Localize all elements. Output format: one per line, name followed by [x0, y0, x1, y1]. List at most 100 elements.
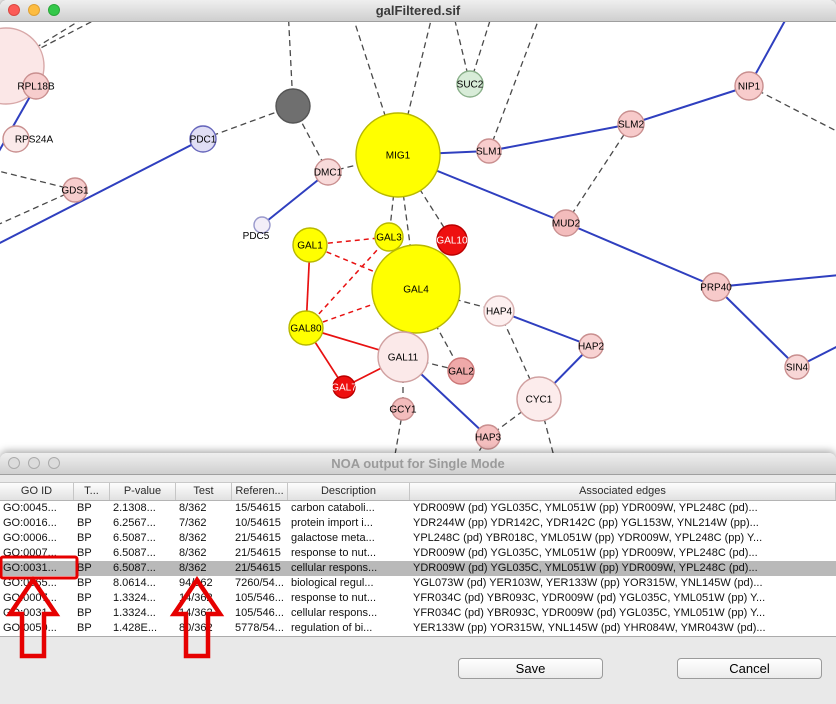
graph-node-MUD2[interactable]: [552, 209, 580, 237]
graph-node-SUC2[interactable]: [456, 70, 484, 98]
network-window-titlebar[interactable]: galFiltered.sif: [0, 0, 836, 22]
graph-node-dark[interactable]: [275, 88, 311, 124]
graph-node-SLM1[interactable]: [476, 138, 502, 164]
graph-node-GAL7[interactable]: [332, 375, 356, 399]
column-header-2[interactable]: P-value: [110, 483, 176, 500]
graph-node-GAL3[interactable]: [374, 222, 404, 252]
graph-node-PRP40[interactable]: [701, 272, 731, 302]
graph-node-HAP2[interactable]: [578, 333, 604, 359]
graph-node-GAL80[interactable]: [288, 310, 324, 346]
graph-node-HAP3[interactable]: [475, 424, 501, 450]
graph-node-GAL4[interactable]: [371, 244, 461, 334]
graph-node-GDS1[interactable]: [62, 177, 88, 203]
graph-edge-18[interactable]: [0, 189, 76, 230]
zoom-button[interactable]: [48, 4, 60, 16]
cancel-button[interactable]: Cancel: [677, 658, 822, 679]
graph-node-label-GAL7: GAL7: [331, 383, 357, 394]
table-cell: YFR034C (pd) YBR093C, YDR009W (pd) YGL03…: [413, 607, 766, 619]
graph-edge-5[interactable]: [748, 22, 792, 87]
graph-node-GAL2[interactable]: [447, 357, 475, 385]
graph-node-GAL1[interactable]: [292, 227, 328, 263]
column-header-6[interactable]: Associated edges: [410, 483, 836, 500]
graph-node-label-PDC5: PDC5: [243, 231, 270, 242]
graph-edge-19[interactable]: [202, 105, 294, 140]
graph-edge-11[interactable]: [498, 310, 592, 347]
column-header-5[interactable]: Description: [288, 483, 410, 500]
table-cell: regulation of bi...: [291, 622, 373, 634]
graph-node-label-GAL80: GAL80: [290, 324, 322, 335]
column-header-0[interactable]: GO ID: [0, 483, 74, 500]
graph-edge-9[interactable]: [715, 274, 836, 288]
graph-node-GAL10[interactable]: [436, 224, 468, 256]
graph-node-PDC1[interactable]: [189, 125, 217, 153]
noa-window-titlebar[interactable]: NOA output for Single Mode: [0, 453, 836, 475]
graph-node-RPL18B[interactable]: [22, 72, 50, 100]
graph-node-label-MIG1: MIG1: [386, 151, 411, 162]
graph-edge-1[interactable]: [0, 138, 204, 250]
table-cell: YDR009W (pd) YGL035C, YML051W (pp) YDR00…: [413, 502, 758, 514]
column-header-3[interactable]: Test: [176, 483, 232, 500]
table-cell: 105/546...: [235, 607, 284, 619]
graph-node-SIN4[interactable]: [784, 354, 810, 380]
graph-node-SLM2[interactable]: [617, 110, 645, 138]
window-controls: [8, 457, 60, 469]
graph-edge-30[interactable]: [397, 154, 453, 241]
graph-node-CYC1[interactable]: [516, 376, 562, 422]
graph-node-DMC1[interactable]: [314, 158, 342, 186]
graph-edge-13[interactable]: [261, 171, 329, 226]
graph-node-RPS24A[interactable]: [2, 125, 30, 153]
minimize-button[interactable]: [28, 457, 40, 469]
column-header-4[interactable]: Referen...: [232, 483, 288, 500]
graph-node-label-GCY1: GCY1: [389, 405, 417, 416]
graph-edge-27[interactable]: [488, 22, 543, 152]
graph-node-label-RPS24A: RPS24A: [15, 135, 54, 146]
minimize-button[interactable]: [28, 4, 40, 16]
column-header-1[interactable]: T...: [74, 483, 110, 500]
table-cell: GO:0006...: [3, 532, 57, 544]
graph-edge-48[interactable]: [309, 244, 417, 290]
graph-node-PDC5[interactable]: [253, 216, 271, 234]
graph-edge-28[interactable]: [565, 123, 632, 224]
table-cell: BP: [77, 577, 92, 589]
graph-node-GAL11[interactable]: [377, 331, 429, 383]
graph-node-NIP1[interactable]: [734, 71, 764, 101]
graph-node-label-HAP3: HAP3: [475, 433, 502, 444]
close-button[interactable]: [8, 4, 20, 16]
graph-edge-50[interactable]: [305, 288, 417, 329]
zoom-button[interactable]: [48, 457, 60, 469]
graph-node-MIG1[interactable]: [355, 112, 441, 198]
table-cell: 15/54615: [235, 502, 281, 514]
graph-node-GCY1[interactable]: [391, 397, 415, 421]
table-cell: protein import i...: [291, 517, 373, 529]
graph-edge-41[interactable]: [748, 85, 836, 138]
graph-node-HAP4[interactable]: [483, 295, 515, 327]
graph-edge-8[interactable]: [715, 286, 798, 368]
graph-node-label-HAP4: HAP4: [486, 307, 513, 318]
graph-edge-20[interactable]: [288, 22, 294, 107]
table-cell: 5778/54...: [235, 622, 284, 634]
graph-edge-3[interactable]: [488, 123, 632, 152]
table-cell: response to nut...: [291, 592, 376, 604]
table-cell: BP: [77, 547, 92, 559]
table-cell: carbon cataboli...: [291, 502, 375, 514]
graph-node-label-PRP40: PRP40: [700, 283, 732, 294]
graph-edge-7[interactable]: [565, 222, 717, 288]
save-button[interactable]: Save: [458, 658, 603, 679]
graph-edge-17[interactable]: [0, 168, 76, 191]
graph-edge-49[interactable]: [305, 236, 390, 329]
close-button[interactable]: [8, 457, 20, 469]
graph-edge-4[interactable]: [630, 85, 750, 125]
table-cell: BP: [77, 607, 92, 619]
